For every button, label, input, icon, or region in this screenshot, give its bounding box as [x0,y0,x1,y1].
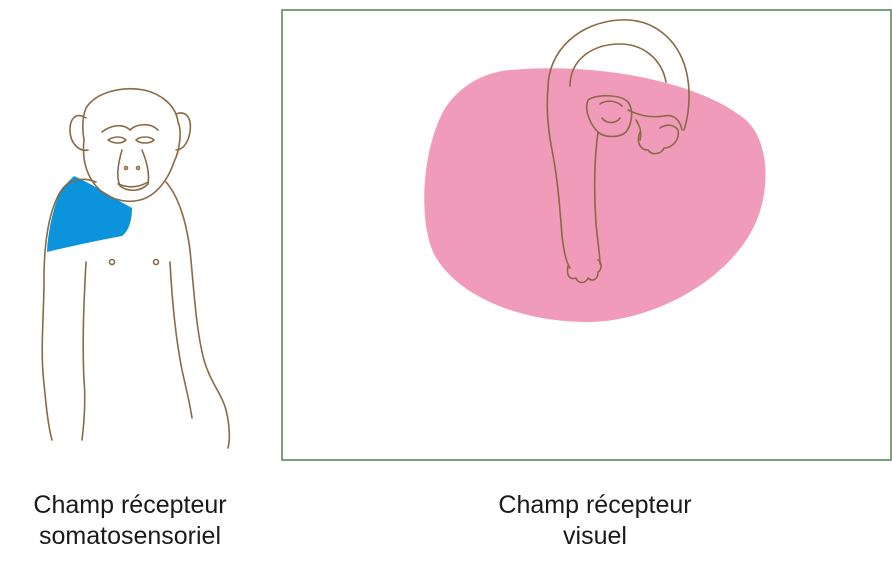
somatosensory-caption-line2: somatosensoriel [0,521,260,552]
monkey-left-eye-right [136,137,154,143]
monkey-left-body-right [166,182,229,448]
monkey-left-illustration [42,89,229,448]
monkey-left-nostril-left [125,167,128,170]
monkey-left-brow [102,125,158,132]
monkey-left-nipple-right [154,260,159,265]
somatosensory-receptive-field [47,176,132,252]
monkey-left-mouth [118,182,148,187]
monkey-left-nipple-left [110,260,115,265]
monkey-left-arm-inner-left [82,262,86,440]
somatosensory-caption-line1: Champ récepteur [0,490,260,521]
visual-caption-line2: visuel [480,521,710,552]
monkey-left-ear-left [70,116,88,151]
visual-caption: Champ récepteur visuel [480,490,710,552]
monkey-left-nostril-right [137,167,140,170]
monkey-left-eye-left [108,137,126,143]
monkey-left-arm-inner-right [170,262,192,418]
visual-caption-line1: Champ récepteur [480,490,710,521]
monkey-left-head [83,89,180,201]
somatosensory-caption: Champ récepteur somatosensoriel [0,490,260,552]
